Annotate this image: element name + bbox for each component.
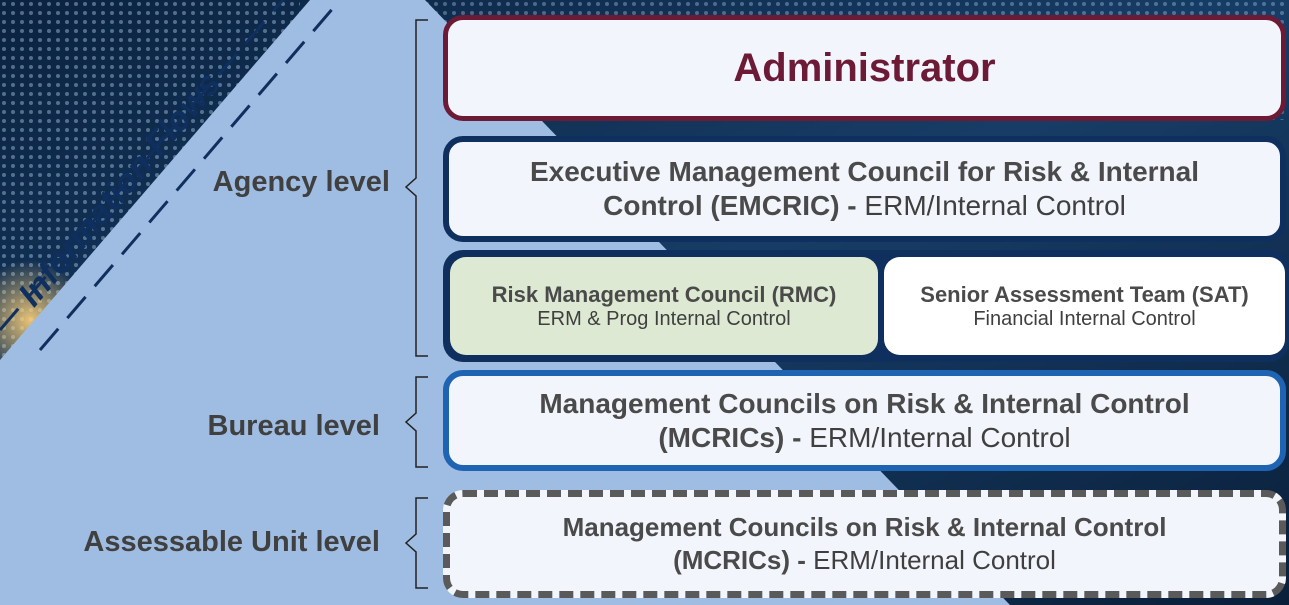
emcric-title-line1: Executive Management Council for Risk & … bbox=[529, 156, 1200, 187]
agency-level-label: Agency level bbox=[212, 166, 390, 198]
assessable-unit-level-label: Assessable Unit level bbox=[83, 526, 380, 558]
bureau-mcrics-subtitle: ERM/Internal Control bbox=[809, 421, 1071, 453]
bureau-level-label: Bureau level bbox=[207, 410, 380, 442]
rmc-box: Risk Management Council (RMC) ERM & Prog… bbox=[450, 257, 878, 355]
agency-bracket bbox=[404, 19, 428, 357]
bureau-mcrics-title-line2: (MCRICs) - bbox=[658, 421, 810, 453]
unit-mcrics-subtitle: ERM/Internal Control bbox=[813, 545, 1056, 575]
emcric-subtitle: ERM/Internal Control bbox=[864, 190, 1126, 221]
assessable-bracket bbox=[404, 497, 428, 589]
unit-mcrics-title-line2: (MCRICs) - bbox=[673, 545, 814, 575]
administrator-box: Administrator bbox=[443, 15, 1286, 121]
unit-mcrics-title-line1: Management Councils on Risk & Internal C… bbox=[562, 512, 1167, 542]
bureau-mcrics-box: Management Councils on Risk & Internal C… bbox=[443, 370, 1286, 471]
sat-box: Senior Assessment Team (SAT) Financial I… bbox=[884, 257, 1285, 355]
rmc-subtitle: ERM & Prog Internal Control bbox=[537, 307, 791, 330]
emcric-box: Executive Management Council for Risk & … bbox=[443, 136, 1286, 242]
bureau-bracket bbox=[404, 376, 428, 468]
bureau-mcrics-title-line1: Management Councils on Risk & Internal C… bbox=[539, 387, 1190, 419]
rmc-title: Risk Management Council (RMC) bbox=[491, 281, 837, 307]
sat-subtitle: Financial Internal Control bbox=[973, 307, 1196, 330]
administrator-title: Administrator bbox=[733, 45, 996, 90]
unit-mcrics-box: Management Councils on Risk & Internal C… bbox=[443, 490, 1286, 598]
emcric-title-line2: Control (EMCRIC) - bbox=[603, 190, 865, 221]
sat-title: Senior Assessment Team (SAT) bbox=[920, 281, 1249, 307]
